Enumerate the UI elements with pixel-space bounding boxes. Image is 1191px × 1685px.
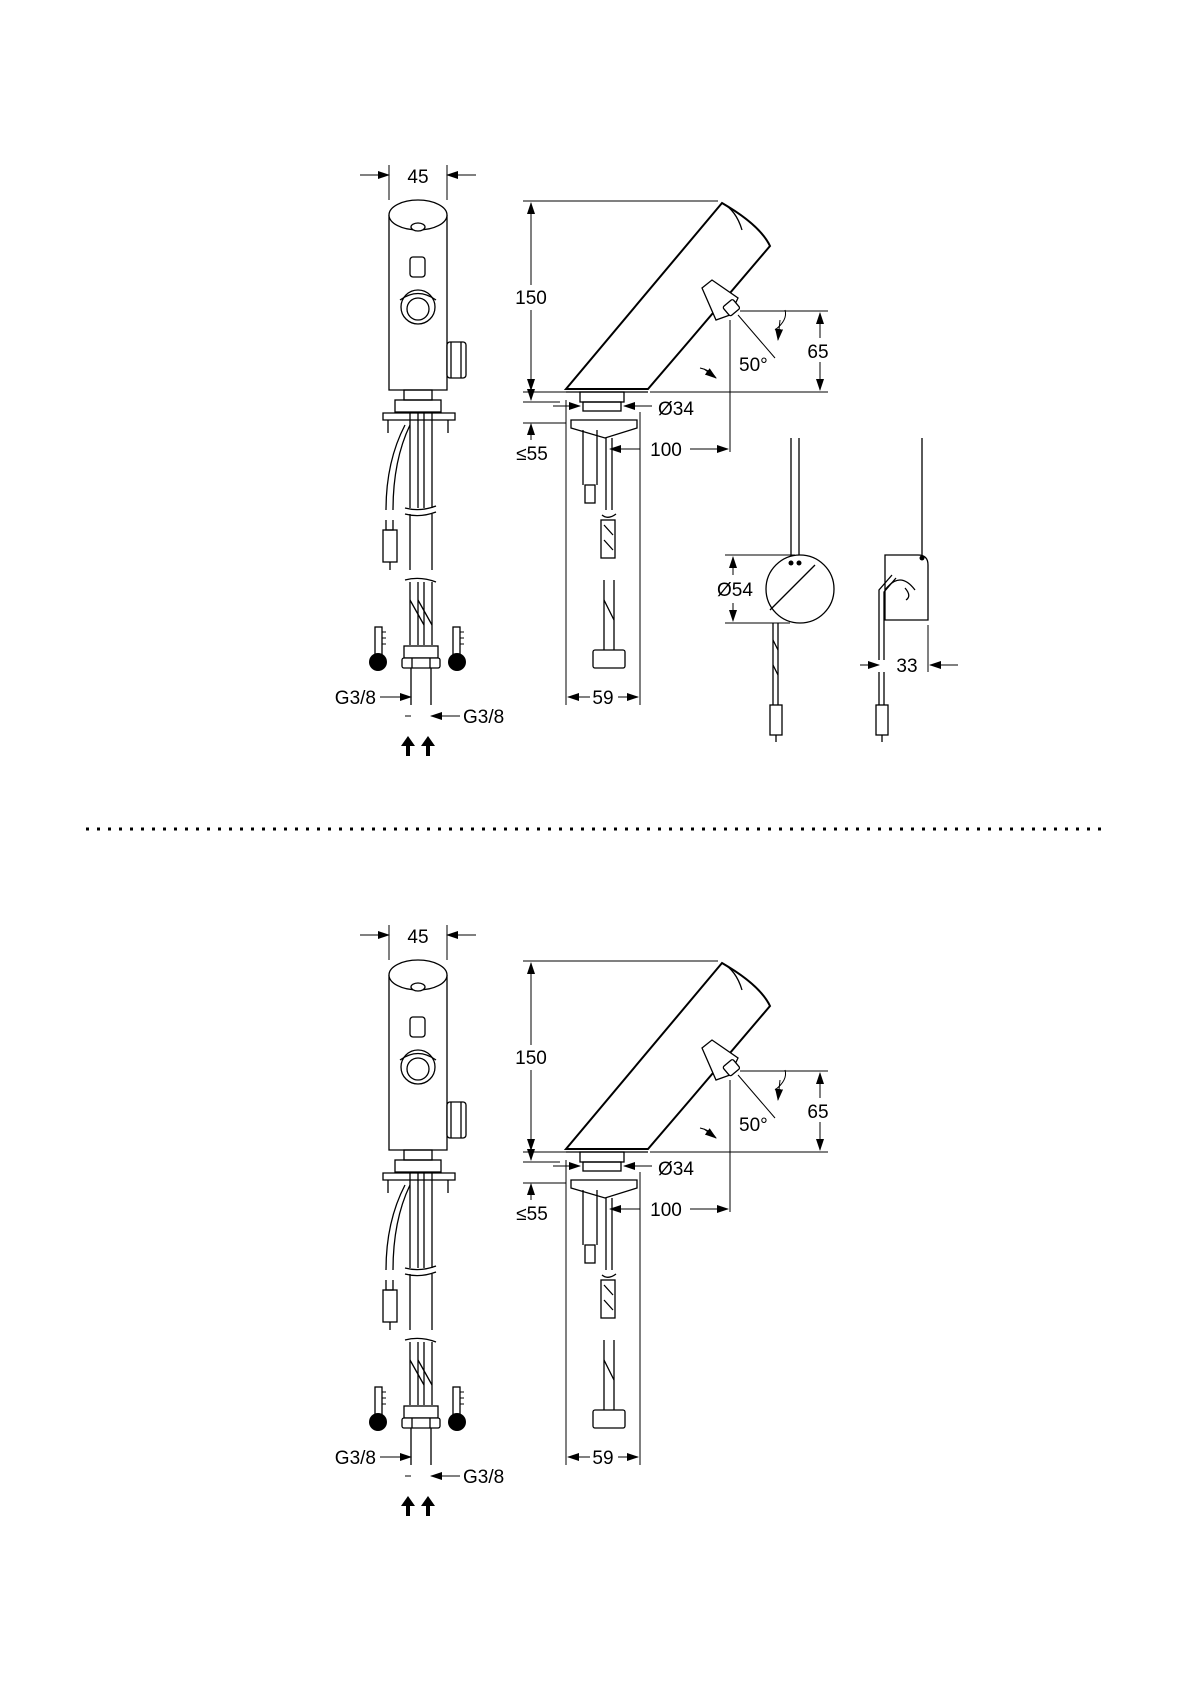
base-diameter-label: Ø34 bbox=[658, 399, 694, 420]
water-inlet-arrows bbox=[401, 736, 435, 756]
base-diameter-label: Ø34 bbox=[658, 1159, 694, 1180]
reach-dimension-label: 100 bbox=[650, 1200, 682, 1221]
sensor-height-dimension-label: 65 bbox=[807, 1102, 828, 1123]
height-dimension-label: 150 bbox=[515, 288, 547, 309]
cold-water-icon bbox=[448, 1387, 466, 1431]
box-diameter-label: Ø54 bbox=[717, 580, 753, 601]
inlet-left-thread-label: G3/8 bbox=[335, 1448, 376, 1469]
deck-thickness-label: ≤55 bbox=[516, 444, 548, 465]
faucet-side-view-top: 150 65 50° Ø34 ≤55 bbox=[515, 201, 828, 709]
angle-label: 50° bbox=[739, 355, 768, 376]
inlet-right-thread-label: G3/8 bbox=[463, 707, 504, 728]
angle-label: 50° bbox=[739, 1115, 768, 1136]
sensor-height-dimension-label: 65 bbox=[807, 342, 828, 363]
faucet-front-view-bottom: 45 bbox=[335, 925, 504, 1516]
width-dimension-label: 45 bbox=[407, 167, 428, 188]
hot-water-icon bbox=[369, 1387, 387, 1431]
deck-thickness-label: ≤55 bbox=[516, 1204, 548, 1225]
hot-water-icon bbox=[369, 627, 387, 671]
water-inlet-arrows bbox=[401, 1496, 435, 1516]
hose-span-dimension-label: 59 bbox=[592, 688, 613, 709]
inlet-left-thread-label: G3/8 bbox=[335, 688, 376, 709]
box-depth-label: 33 bbox=[896, 656, 917, 677]
control-box-top-view: Ø54 bbox=[717, 438, 834, 742]
faucet-side-view-bottom: 150 65 50° Ø34 ≤55 bbox=[515, 961, 828, 1469]
inlet-right-thread-label: G3/8 bbox=[463, 1467, 504, 1488]
cold-water-icon bbox=[448, 627, 466, 671]
hose-span-dimension-label: 59 bbox=[592, 1448, 613, 1469]
height-dimension-label: 150 bbox=[515, 1048, 547, 1069]
width-dimension-label: 45 bbox=[407, 927, 428, 948]
faucet-front-view-top: 45 bbox=[335, 165, 504, 756]
control-box-side-view: 33 bbox=[860, 438, 958, 742]
reach-dimension-label: 100 bbox=[650, 440, 682, 461]
